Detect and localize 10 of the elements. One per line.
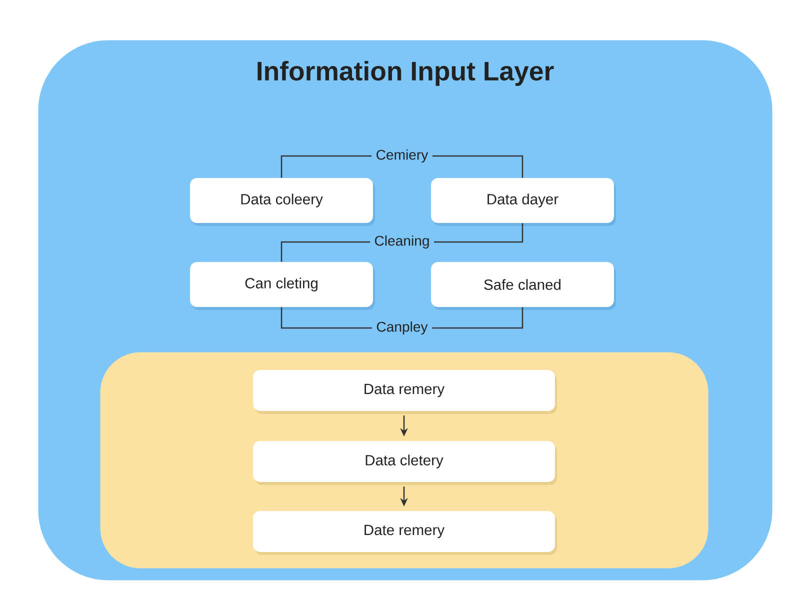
process-box: Data remery xyxy=(253,370,557,414)
process-box: Safe claned xyxy=(430,262,616,310)
edge-label: Cemiery xyxy=(372,145,432,167)
process-box: Data dayer xyxy=(430,178,616,226)
edge-label: Cleaning xyxy=(370,231,434,253)
process-box: Data coleery xyxy=(190,178,375,226)
process-box: Date remery xyxy=(253,510,557,555)
process-box: Can cleting xyxy=(190,262,375,310)
process-box: Data cletery xyxy=(253,440,557,485)
edge-label: Canpley xyxy=(372,317,432,339)
